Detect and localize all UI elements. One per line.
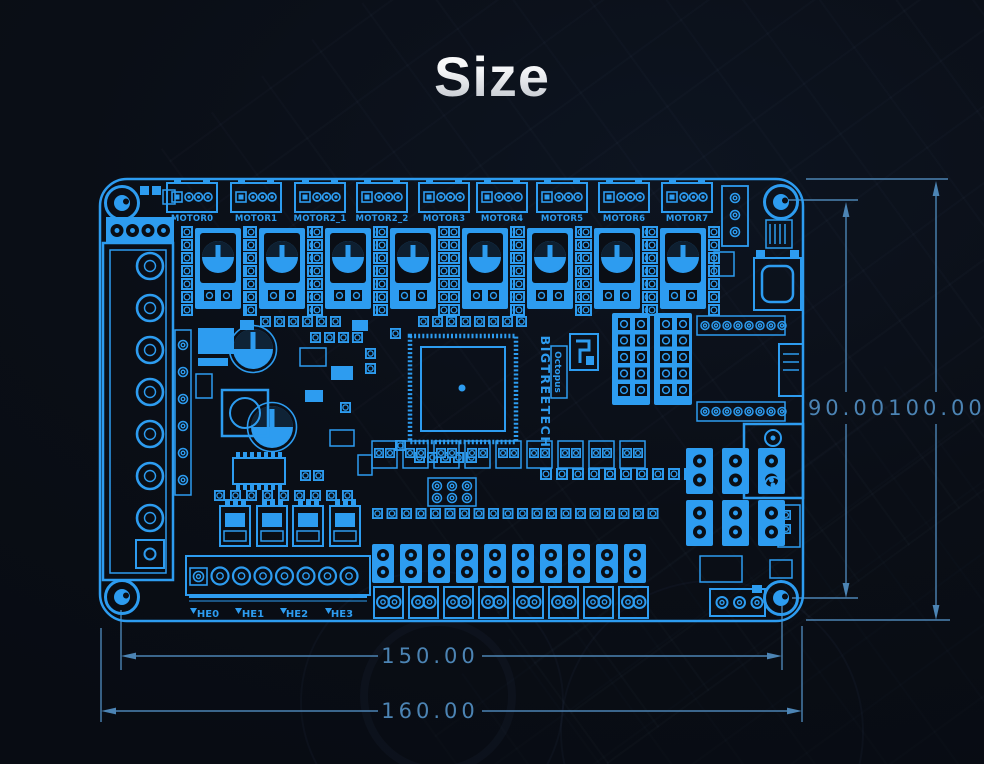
motor-connector: MOTOR2_1: [294, 178, 347, 224]
arrow-left-icon: [101, 707, 116, 715]
motor-label: MOTOR4: [481, 214, 523, 224]
silkscreen-brand: BIGTREETECH Octopus: [538, 333, 599, 449]
dimension-board-width: 160.00: [381, 699, 478, 723]
mounting-hole: [104, 579, 140, 615]
arrow-left-icon: [121, 652, 136, 660]
motor-connector: MOTOR1: [230, 178, 282, 224]
arrow-up-icon: [932, 181, 940, 196]
mcu-body: [420, 346, 506, 432]
motor-connector: MOTOR6: [598, 178, 650, 224]
usb-b-connector: [742, 422, 805, 500]
motor-label: MOTOR5: [541, 214, 583, 224]
motor-connectors: MOTOR0 MOTOR1 MOTOR2_1 MOTOR2_2 MOTOR3 MOTOR4…: [166, 178, 713, 224]
dimension-annotations: 150.00 160.00 90.00 100.00: [100, 178, 984, 723]
stepper-driver-sockets: [181, 226, 720, 316]
stepper-driver-socket: [513, 226, 587, 316]
brand-text: BIGTREETECH: [538, 336, 553, 449]
motor-connector: MOTOR4: [476, 178, 528, 224]
arrow-right-icon: [787, 707, 802, 715]
stepper-driver-socket: [376, 226, 450, 316]
stepper-driver-socket: [448, 226, 522, 316]
sd-card-slot: [778, 343, 804, 397]
power-analog-section: [195, 316, 406, 490]
arrow-right-icon: [767, 652, 782, 660]
heater-label: HE3: [331, 609, 353, 620]
dimension-extension-lines: [100, 178, 950, 722]
heater-output-section: HE0 HE1 HE2 HE3: [185, 490, 371, 620]
motor-connector: MOTOR7: [661, 178, 713, 224]
mounting-hole: [104, 185, 140, 221]
top-right-header: [713, 185, 793, 277]
mcu-chip: [407, 333, 519, 445]
motor-label: MOTOR3: [423, 214, 465, 224]
micro-usb-connector: [753, 250, 802, 311]
dimension-mount-width: 150.00: [381, 644, 478, 668]
motor-connector: MOTOR3: [418, 178, 470, 224]
right-edge-connectors: [699, 185, 805, 617]
motor-connector: MOTOR5: [536, 178, 588, 224]
stepper-driver-socket: [181, 226, 255, 316]
stepper-driver-socket: [580, 226, 654, 316]
motor-connector: MOTOR0: [166, 178, 218, 224]
model-badge: Octopus: [550, 345, 568, 399]
arrow-down-icon: [932, 605, 940, 620]
motor-label: MOTOR0: [171, 214, 213, 224]
motor-label: MOTOR1: [235, 214, 277, 224]
motor-label: MOTOR2_2: [356, 214, 409, 224]
arrow-down-icon: [842, 583, 850, 598]
btt-logo-icon: [569, 333, 599, 371]
bottom-middle-output-section: [371, 316, 785, 619]
stepper-driver-socket: [311, 226, 385, 316]
motor-label: MOTOR2_1: [294, 214, 347, 224]
heater-label: HE0: [197, 609, 219, 620]
mcu-pin1-dot: [458, 384, 466, 392]
arrow-up-icon: [842, 202, 850, 217]
board-outline: [98, 177, 805, 623]
model-text: Octopus: [552, 351, 562, 393]
power-terminal-block: [101, 186, 192, 582]
exp-connector: [612, 313, 650, 405]
heater-label: HE1: [242, 609, 264, 620]
motor-connector: MOTOR2_2: [356, 178, 409, 224]
dimension-mount-height: 90.00: [808, 396, 888, 420]
exp-connectors: [612, 313, 692, 405]
exp-connector: [654, 313, 692, 405]
page-title: Size: [0, 44, 984, 109]
right-side-connectors-generated: [696, 192, 801, 609]
mcu-pin-frame: [407, 333, 519, 445]
stepper-driver-socket: [245, 226, 319, 316]
heater-label: HE2: [286, 609, 308, 620]
bottom-right-cluster: [699, 555, 793, 617]
dimension-board-height: 100.00: [888, 396, 984, 420]
motor-label: MOTOR6: [603, 214, 645, 224]
motor-label: MOTOR7: [666, 214, 708, 224]
stepper-driver-socket: [646, 226, 720, 316]
mounting-hole: [763, 184, 799, 220]
